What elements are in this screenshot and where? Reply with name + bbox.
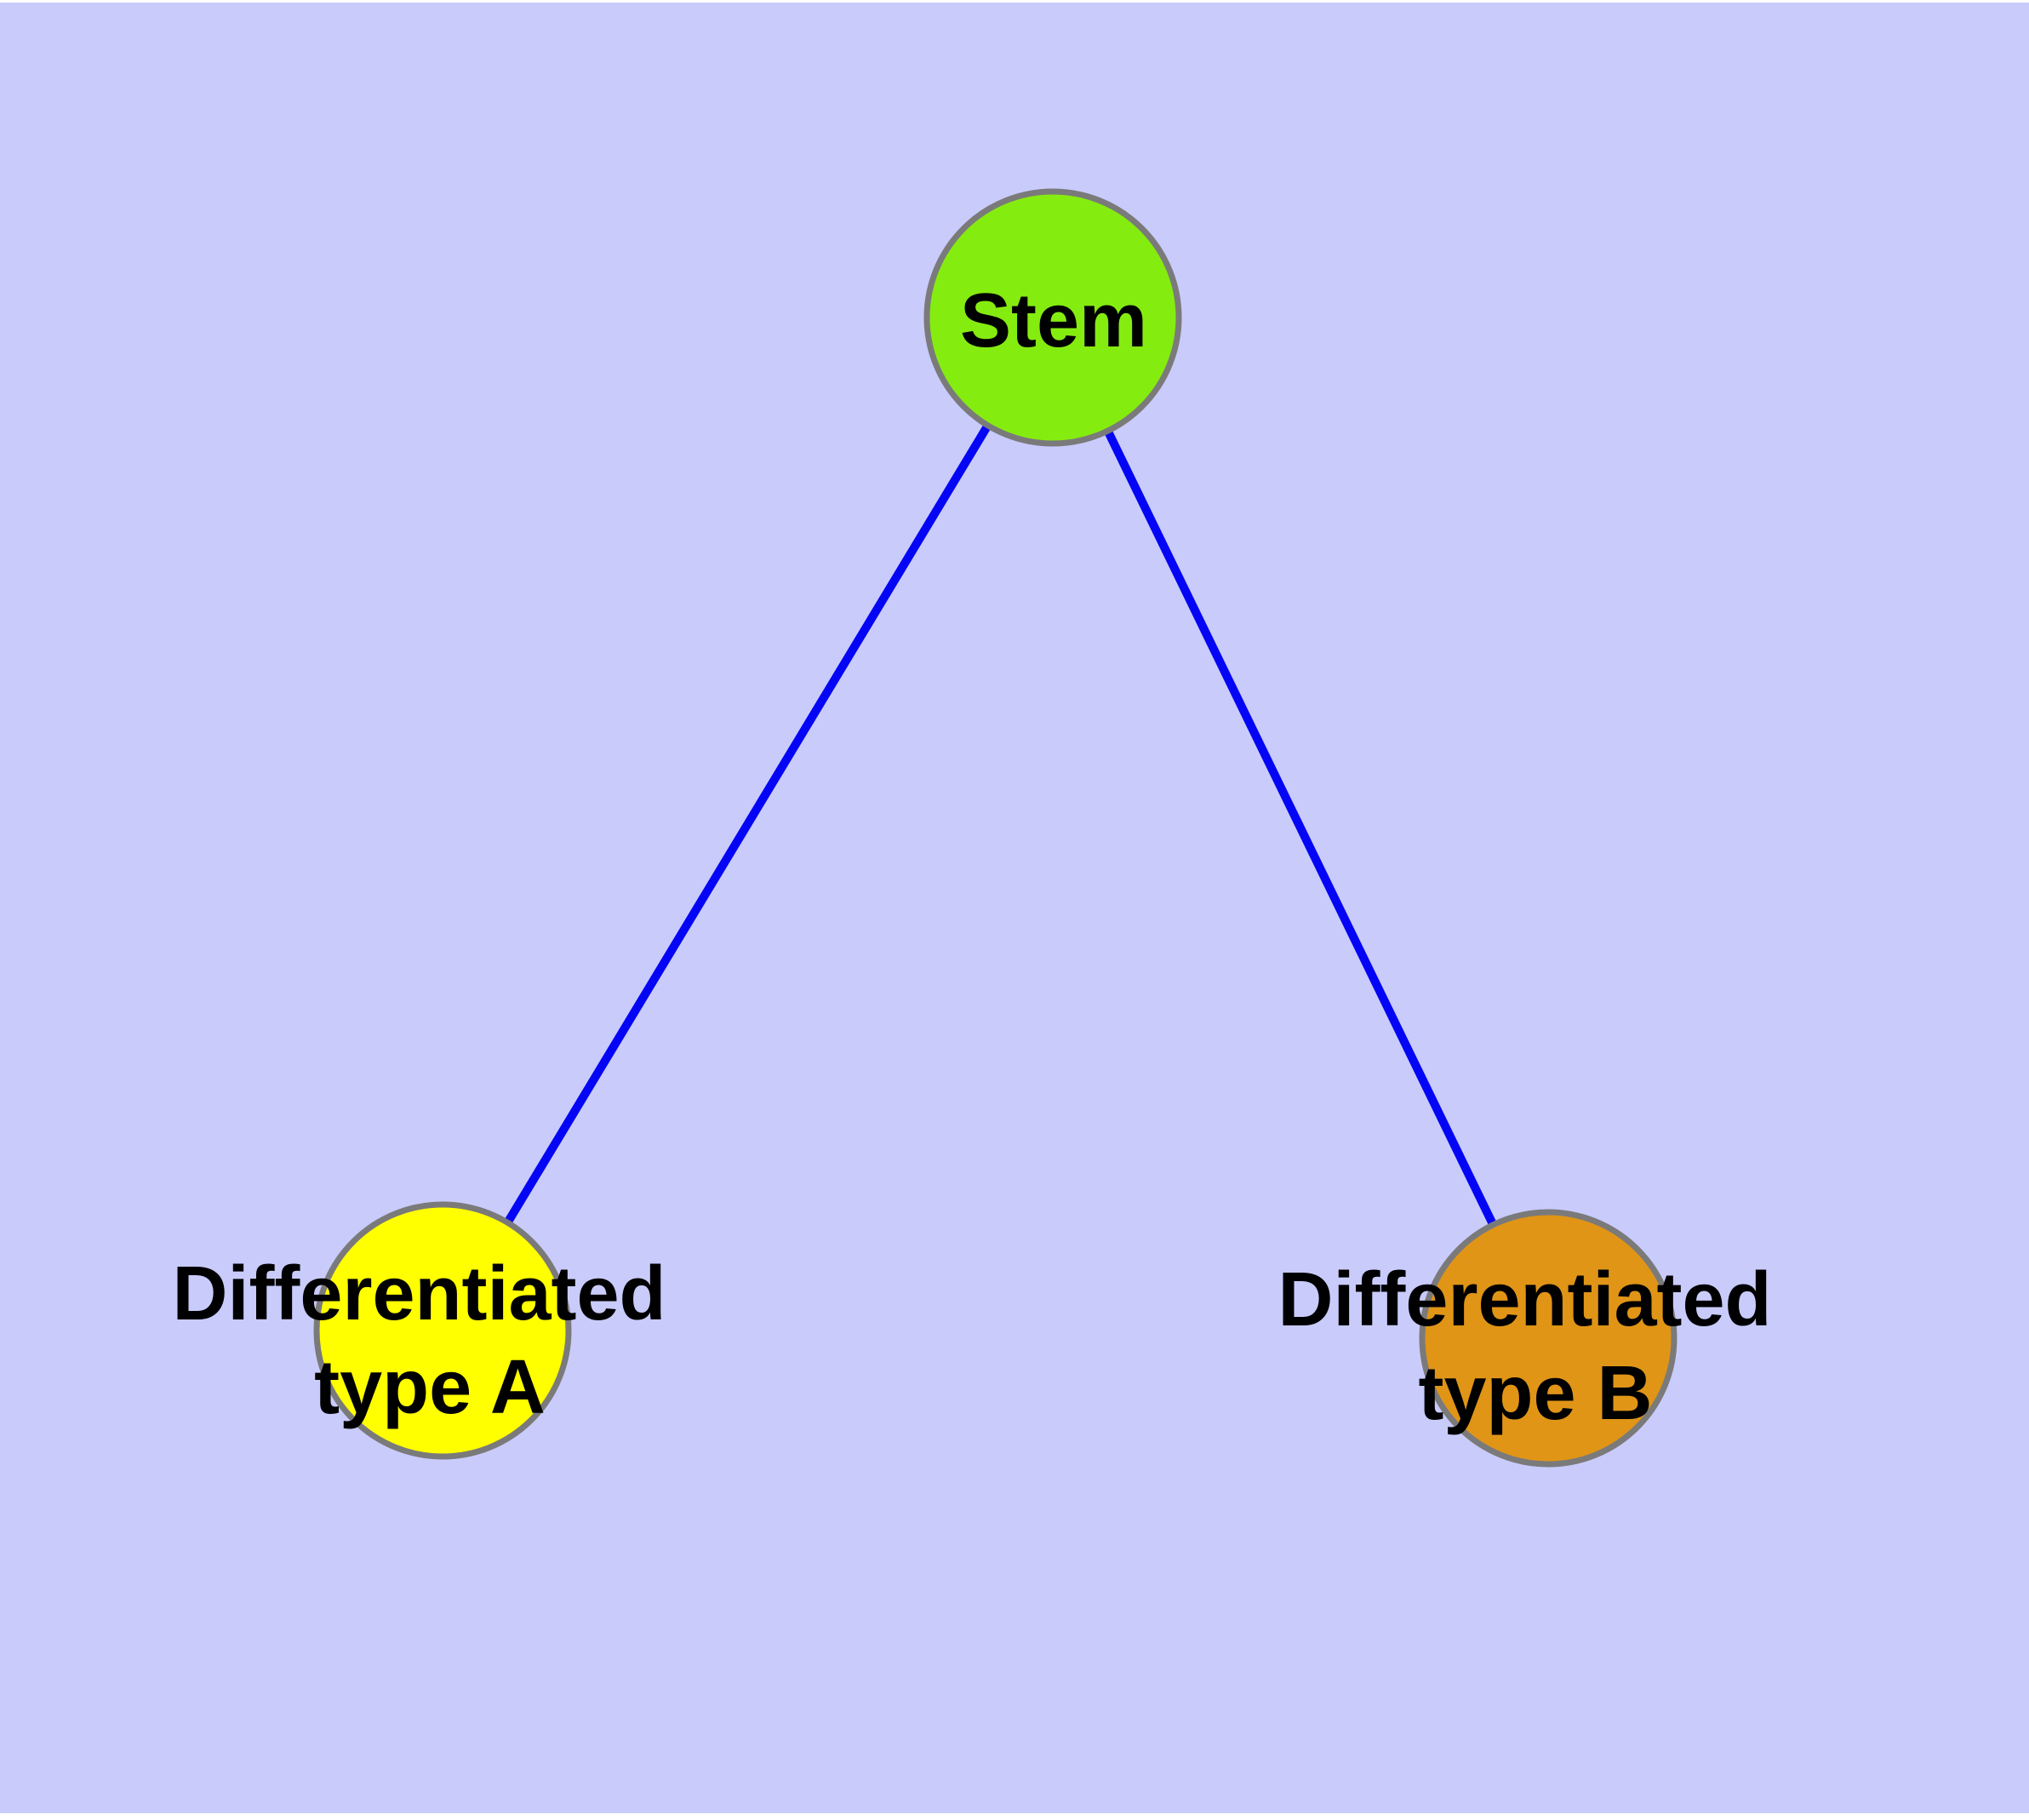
node-type-b-label-line1: Differentiated: [1277, 1257, 1771, 1342]
node-stem-label-line1: Stem: [960, 278, 1147, 363]
edges-layer: [438, 315, 1552, 1341]
node-type-a-label-line2: type A: [314, 1345, 546, 1430]
edge-stem-to-type-b: [1049, 315, 1552, 1341]
node-type-b-label-line2: type B: [1418, 1351, 1652, 1436]
edge-stem-to-type-a: [438, 315, 1057, 1333]
node-type-a-label-line1: Differentiated: [172, 1251, 666, 1336]
node-stem: Stem: [923, 188, 1182, 447]
node-stem-circle: [923, 188, 1182, 447]
node-type-a-label: Differentiated type A: [172, 1251, 687, 1430]
node-type-b: Differentiated type B: [1277, 1209, 1792, 1468]
node-type-a-circle: [313, 1201, 572, 1460]
node-type-b-circle: [1419, 1209, 1677, 1468]
node-stem-label: Stem: [960, 278, 1147, 363]
node-type-a: Differentiated type A: [172, 1201, 687, 1460]
node-type-b-label: Differentiated type B: [1277, 1257, 1792, 1436]
